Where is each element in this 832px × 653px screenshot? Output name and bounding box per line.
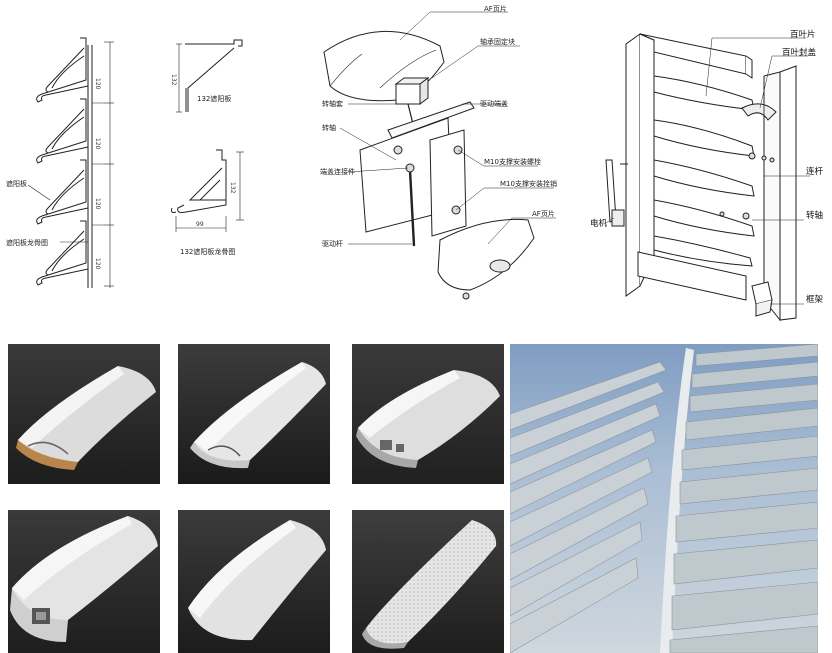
label-link-rod: 连杆 xyxy=(806,166,824,177)
frame-assembly-drawing xyxy=(603,33,810,322)
label-m10-pin: M10支撑安装拴销 xyxy=(500,179,557,188)
label-shaft-sleeve: 转轴套 xyxy=(322,99,343,108)
bottom-profile-dim-v: 132 xyxy=(229,182,236,194)
label-keel: 遮阳板龙骨图 xyxy=(6,238,48,247)
label-bearing-seat: 轴承固定块 xyxy=(480,37,515,46)
label-louver-cap: 百叶封盖 xyxy=(782,47,817,58)
dim-120-c: 120 xyxy=(94,198,101,210)
photo-blade-perforated xyxy=(352,510,504,653)
label-end-cover-piece: 端盖连接件 xyxy=(320,167,355,176)
label-af-blade-top: AF页片 xyxy=(484,4,507,13)
label-motor: 电机 xyxy=(590,218,608,229)
top-profile-dim: 132 xyxy=(170,74,177,86)
photo-blade-wood-core xyxy=(8,344,160,484)
label-blade: 遮阳板 xyxy=(6,179,27,188)
photo-blade-white xyxy=(178,344,330,484)
photo-blade-end-cap xyxy=(8,510,160,653)
top-profile-caption: 132遮阳板 xyxy=(197,94,231,103)
dim-120-a: 120 xyxy=(94,78,101,90)
photo-building-louver-facade xyxy=(510,344,818,653)
label-shaft-p4: 转轴 xyxy=(806,210,823,221)
photo-blade-hollow-profile xyxy=(352,344,504,484)
label-frame: 框架 xyxy=(806,294,824,305)
label-drive-cover: 驱动端盖 xyxy=(480,99,508,108)
label-louver: 百叶片 xyxy=(790,29,816,40)
profile-drawings xyxy=(171,39,244,232)
label-af-blade-bottom: AF页片 xyxy=(532,209,555,218)
photo-blade-curved xyxy=(178,510,330,653)
bottom-profile-caption: 132遮阳板龙骨图 xyxy=(180,247,235,256)
exploded-assembly-drawing xyxy=(323,11,556,300)
dim-120-b: 120 xyxy=(94,138,101,150)
technical-drawings: 120 120 120 120 遮阳板 遮阳板龙骨图 132 132遮阳板 13… xyxy=(6,4,824,322)
label-drive-rod: 驱动杆 xyxy=(322,239,343,248)
bottom-profile-dim-h: 99 xyxy=(196,221,204,228)
dim-120-d: 120 xyxy=(94,258,101,270)
label-shaft: 转轴 xyxy=(322,123,336,132)
label-m10-bolt: M10支撑安装螺栓 xyxy=(484,157,541,166)
louver-section-drawing xyxy=(27,37,114,288)
